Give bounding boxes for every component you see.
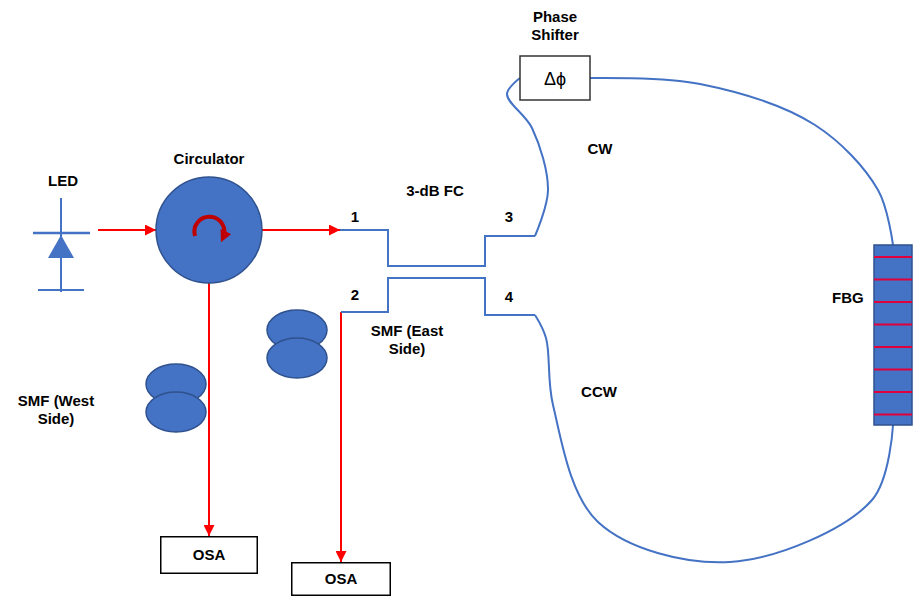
port-number: 1 <box>347 208 363 226</box>
led-symbol: LED <box>28 172 98 297</box>
osa-box: OSA <box>291 562 391 596</box>
node-label: FBG <box>832 289 872 307</box>
node-symbol: Δϕ <box>520 68 590 90</box>
port-number: 3 <box>501 208 517 226</box>
direction-label: CCW <box>574 383 624 401</box>
direction-label: CW <box>580 140 620 158</box>
phase-shifter: Phase ShifterΔϕ <box>512 8 598 103</box>
port-number: 2 <box>347 286 363 304</box>
optical-path <box>262 229 340 231</box>
fiber-bragg-grating <box>832 243 914 427</box>
port-number: 4 <box>501 288 517 306</box>
node-label: Circulator <box>151 150 267 168</box>
node-label: OSA <box>193 546 226 564</box>
osa-box: OSA <box>160 536 258 574</box>
optical-path <box>208 283 210 536</box>
fiber-loop <box>590 78 893 245</box>
optical-path <box>98 229 156 231</box>
node-label: LED <box>28 172 98 190</box>
node-label: Phase Shifter <box>512 8 598 44</box>
circulator-circle: Circulator <box>151 150 267 286</box>
east-spool <box>267 310 327 378</box>
circulator-circle <box>151 150 267 286</box>
west-spool <box>146 364 206 432</box>
optical-path <box>340 312 342 562</box>
fiber-bragg-grating: FBG <box>832 243 914 427</box>
fiber-loop <box>535 315 893 562</box>
fiber-label: SMF (East Side) <box>352 322 462 358</box>
node-label: 3-dB FC <box>380 182 490 200</box>
led-symbol <box>28 172 98 297</box>
fiber-label: SMF (West Side) <box>6 392 106 428</box>
node-label: OSA <box>325 570 358 588</box>
